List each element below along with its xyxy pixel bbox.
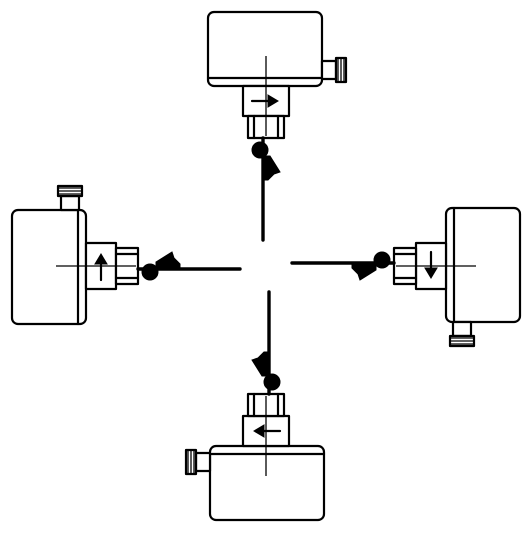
arrow-down-icon [290,206,522,348]
arrow-left-icon [184,290,326,522]
arrow-up-icon [10,184,242,326]
arrow-right-icon [206,10,348,242]
flow-switch-left [10,184,242,326]
flow-switch-top [206,10,348,242]
flow-switch-bottom [184,290,326,522]
flow-switch-right [290,206,522,348]
